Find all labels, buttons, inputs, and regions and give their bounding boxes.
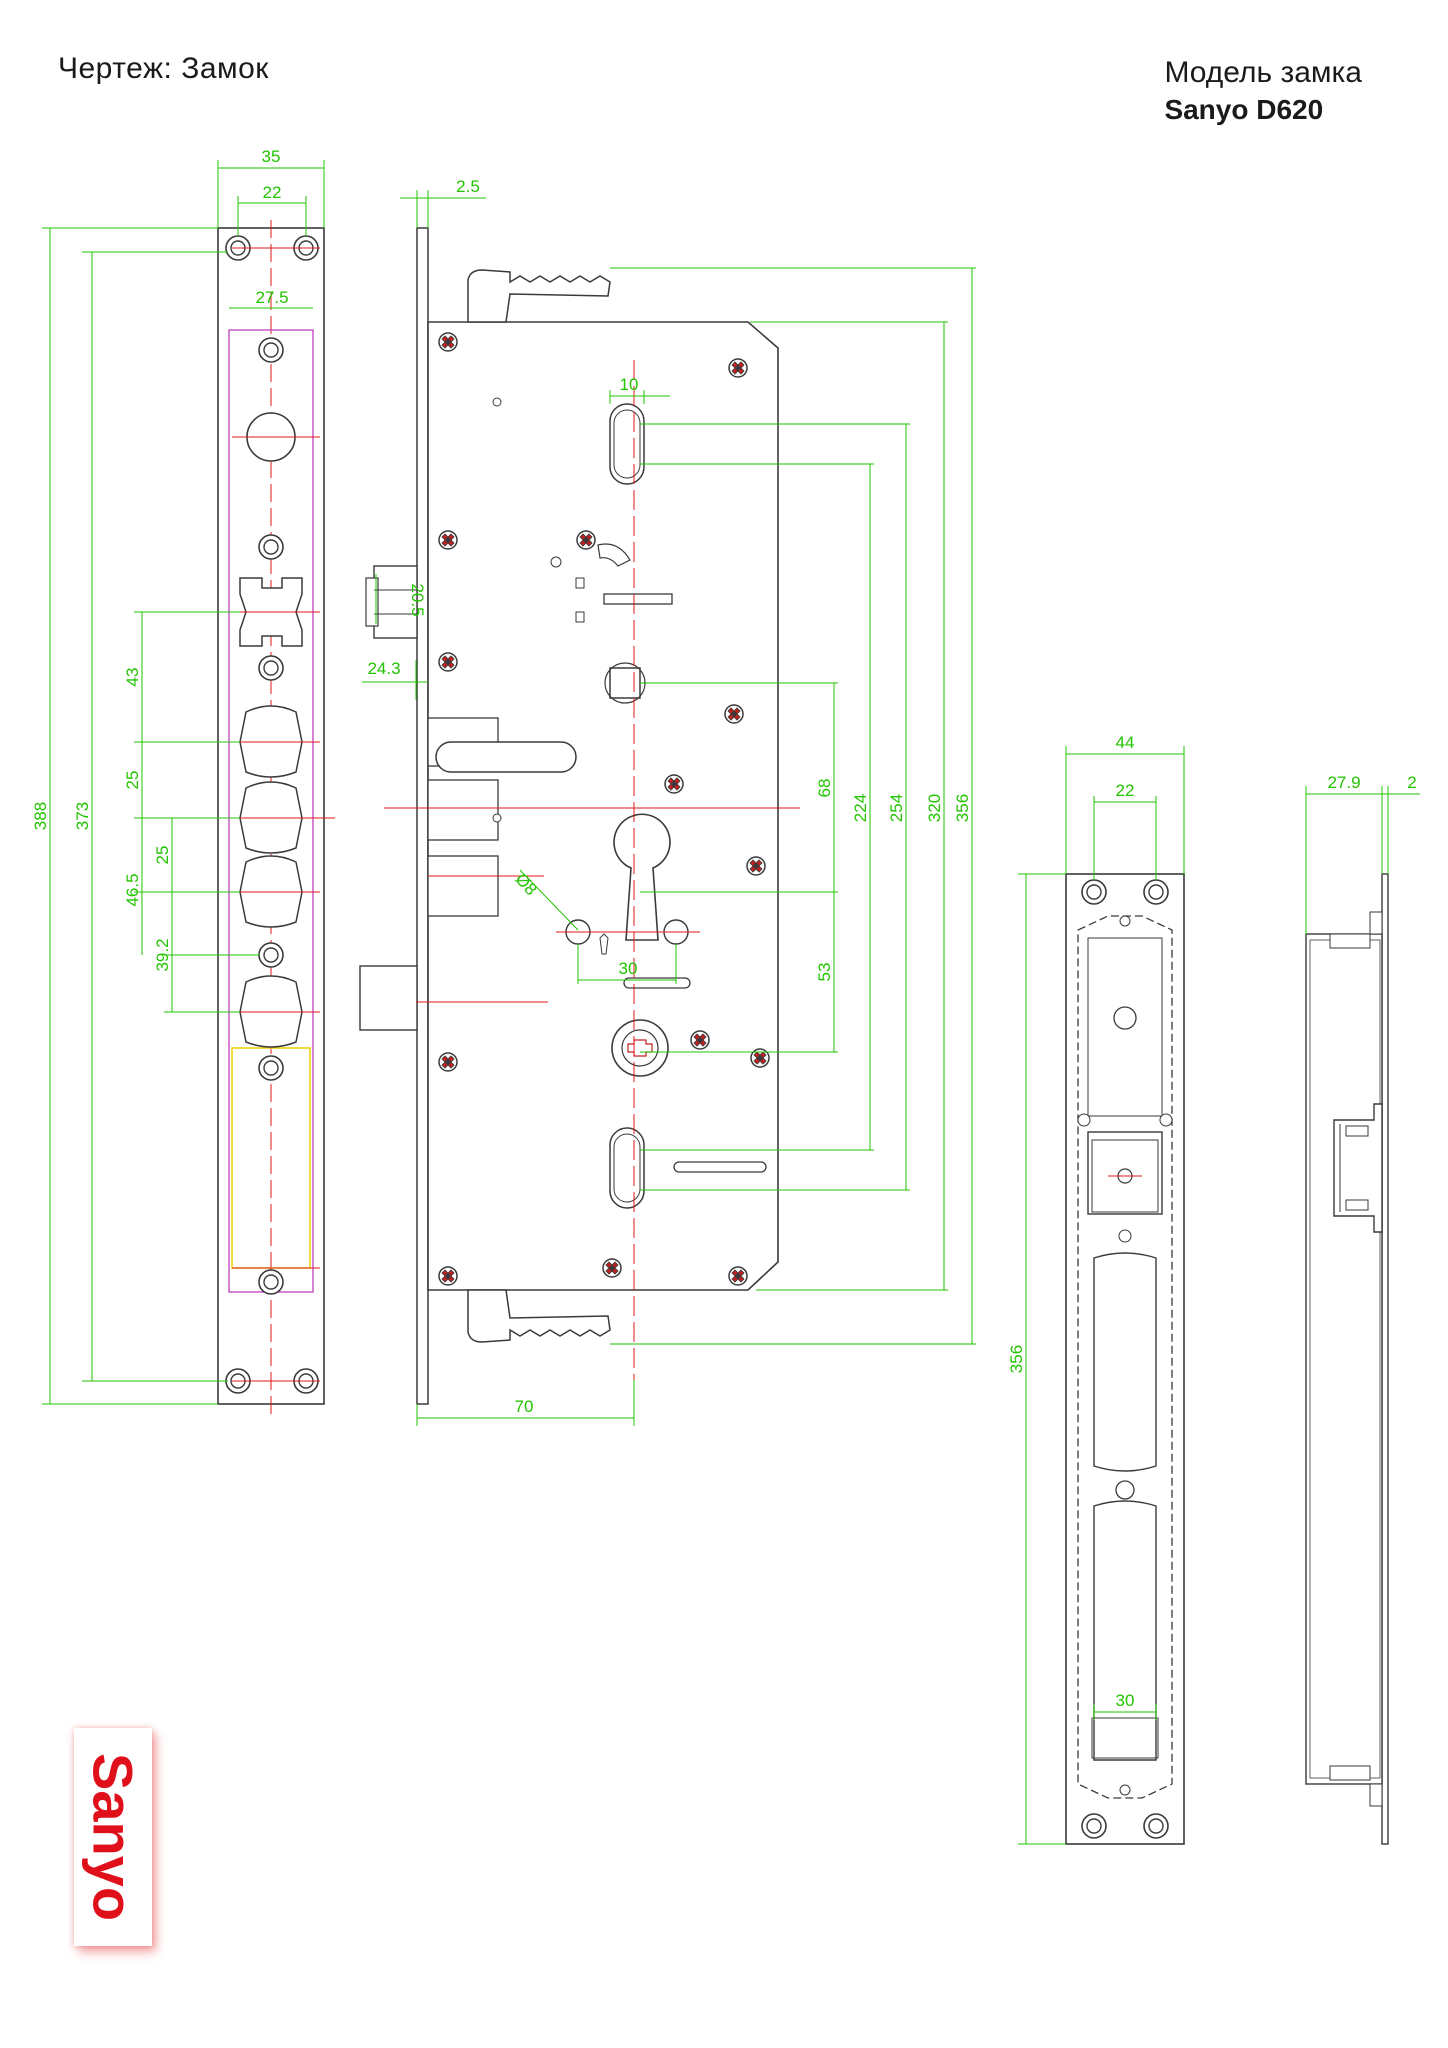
dim-373: 373 — [73, 802, 92, 830]
model-label: Модель замка — [1164, 56, 1362, 89]
screw-icon — [728, 1266, 748, 1286]
dim-43: 43 — [123, 668, 142, 687]
dim-25a: 25 — [123, 771, 142, 790]
screw-icon — [602, 1258, 622, 1278]
dim-22-strike: 22 — [1116, 781, 1135, 800]
dim-35: 35 — [262, 147, 281, 166]
screw-icon — [746, 856, 766, 876]
dim-53: 53 — [815, 963, 834, 982]
screw-icon — [438, 530, 458, 550]
mounting-hole-icon — [258, 655, 284, 681]
screw-icon — [438, 1052, 458, 1072]
lock-body-view: 2.5 10 20.5 24.3 68 224 254 320 356 Ø8 3… — [359, 177, 976, 1426]
dim-30: 30 — [619, 959, 638, 978]
screw-icon — [724, 704, 744, 724]
side-view: 27.9 2 — [1305, 773, 1420, 1845]
model-block: Модель замка Sanyo D620 — [1164, 56, 1362, 126]
dim-68: 68 — [815, 779, 834, 798]
dim-356: 356 — [953, 794, 972, 822]
screw-icon — [664, 774, 684, 794]
logo-text: Sanyo — [81, 1752, 145, 1922]
dim-30-strike: 30 — [1116, 1691, 1135, 1710]
dim-46-5: 46.5 — [123, 873, 142, 906]
dim-224: 224 — [851, 794, 870, 822]
screw-icon — [438, 1266, 458, 1286]
strike-plate-view: 44 22 356 30 — [1007, 733, 1185, 1845]
dim-27-9: 27.9 — [1327, 773, 1360, 792]
dim-388: 388 — [31, 802, 50, 830]
screw-icon — [438, 332, 458, 352]
dim-254: 254 — [887, 794, 906, 822]
dim-25b: 25 — [153, 846, 172, 865]
dim-20-5: 20.5 — [408, 583, 427, 616]
mounting-hole-icon — [1143, 879, 1169, 905]
mounting-hole-icon — [258, 942, 284, 968]
screw-icon — [576, 530, 596, 550]
lock-case — [427, 321, 779, 1291]
sanyo-logo: Sanyo — [74, 1728, 152, 1946]
mounting-hole-icon — [1143, 1813, 1169, 1839]
dim-356-strike: 356 — [1007, 1345, 1026, 1373]
mounting-hole-icon — [258, 1269, 284, 1295]
mounting-hole-icon — [258, 534, 284, 560]
dim-320: 320 — [925, 794, 944, 822]
mounting-hole-icon — [258, 337, 284, 363]
dim-70: 70 — [515, 1397, 534, 1416]
dim-39-2: 39.2 — [153, 938, 172, 971]
mounting-hole-icon — [1081, 879, 1107, 905]
mounting-hole-icon — [1081, 1813, 1107, 1839]
screw-icon — [438, 652, 458, 672]
screw-icon — [690, 1030, 710, 1050]
faceplate-view: 35 22 27.5 388 373 43 25 25 46.5 39.2 — [31, 147, 335, 1415]
dim-44: 44 — [1116, 733, 1135, 752]
screw-icon — [728, 358, 748, 378]
model-name: Sanyo D620 — [1164, 94, 1324, 125]
drawing-title: Чертеж: Замок — [58, 52, 269, 85]
dim-22: 22 — [263, 183, 282, 202]
dim-10: 10 — [620, 375, 639, 394]
dim-2-5: 2.5 — [456, 177, 480, 196]
dim-24-3: 24.3 — [367, 659, 400, 678]
dim-27-5: 27.5 — [255, 288, 288, 307]
mounting-hole-icon — [258, 1055, 284, 1081]
dim-2: 2 — [1407, 773, 1416, 792]
